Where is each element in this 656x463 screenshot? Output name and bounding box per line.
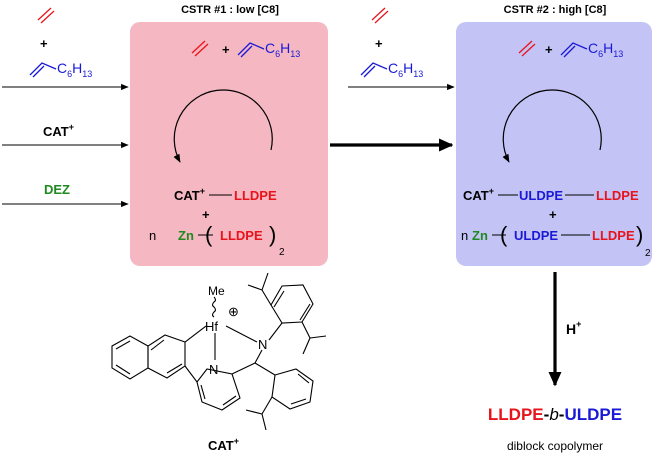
cstr2-title: CSTR #2 : high [C8]	[504, 4, 607, 16]
product-name: LLDPE-b-ULDPE	[488, 405, 622, 424]
cstr2-plus: +	[545, 42, 553, 57]
cstr1-sub2: 2	[279, 247, 285, 258]
between-plus: +	[375, 36, 383, 51]
catalyst-charge: ⊕	[228, 304, 239, 319]
cstr1-cycle-arrow	[173, 89, 273, 163]
catalyst-hf: Hf	[205, 319, 218, 334]
between-octene-icon	[360, 62, 388, 78]
input-dez-label: DEZ	[44, 182, 70, 197]
cstr1-chain: LLDPE	[234, 188, 277, 203]
quench-label: H+	[566, 319, 581, 337]
product-caption: diblock copolymer	[507, 439, 603, 453]
catalyst-n-amine: N	[258, 337, 267, 352]
cstr1-box	[130, 22, 328, 266]
cstr2-paren-l: (	[500, 222, 508, 247]
catalyst-structure	[111, 272, 327, 431]
cstr2-chain3: ULDPE	[514, 228, 558, 243]
input-cat-label: CAT+	[43, 122, 74, 139]
cstr2-plus2: +	[549, 207, 557, 222]
catalyst-me: Me	[208, 284, 225, 298]
cstr2-octene-formula: C6H13	[588, 40, 623, 59]
cstr2-sub2: 2	[645, 248, 651, 259]
catalyst-label: CAT+	[208, 436, 239, 453]
input-octene-icon	[29, 62, 57, 78]
cstr1-octene-icon	[237, 42, 265, 58]
cstr1-zn: Zn	[178, 228, 194, 243]
cstr2-n: n	[461, 228, 468, 243]
input-octene-formula: C6H13	[57, 60, 92, 79]
cstr2-cycle-arrow	[502, 89, 602, 163]
cstr2-zn: Zn	[472, 228, 488, 243]
cstr1-octene-formula: C6H13	[265, 40, 300, 59]
cstr1-ethylene-icon	[191, 40, 206, 54]
cstr2-ethylene-icon	[518, 40, 533, 54]
cstr2-octene-icon	[560, 42, 588, 58]
cstr1-title: CSTR #1 : low [C8]	[181, 4, 279, 16]
cstr1-plus2: +	[202, 207, 210, 222]
cstr2-chain2: LLDPE	[596, 188, 639, 203]
cstr1-chain2: LLDPE	[220, 228, 263, 243]
between-octene-formula: C6H13	[388, 60, 423, 79]
input-ethylene-icon	[37, 7, 52, 21]
cstr2-cat: CAT+	[463, 186, 494, 203]
cstr2-chain4: LLDPE	[592, 228, 635, 243]
cstr2-box	[456, 22, 652, 266]
cstr1-n: n	[149, 228, 156, 243]
between-ethylene-icon	[371, 7, 386, 21]
cstr2-chain1: ULDPE	[519, 188, 563, 203]
catalyst-n-pyridine: N	[209, 362, 218, 377]
cstr1-paren-r: )	[269, 222, 276, 247]
cstr1-cat: CAT+	[174, 186, 205, 203]
cstr1-plus: +	[222, 42, 230, 57]
cstr2-paren-r: )	[636, 222, 643, 247]
cstr1-paren-l: (	[205, 222, 213, 247]
input-plus: +	[40, 36, 48, 51]
